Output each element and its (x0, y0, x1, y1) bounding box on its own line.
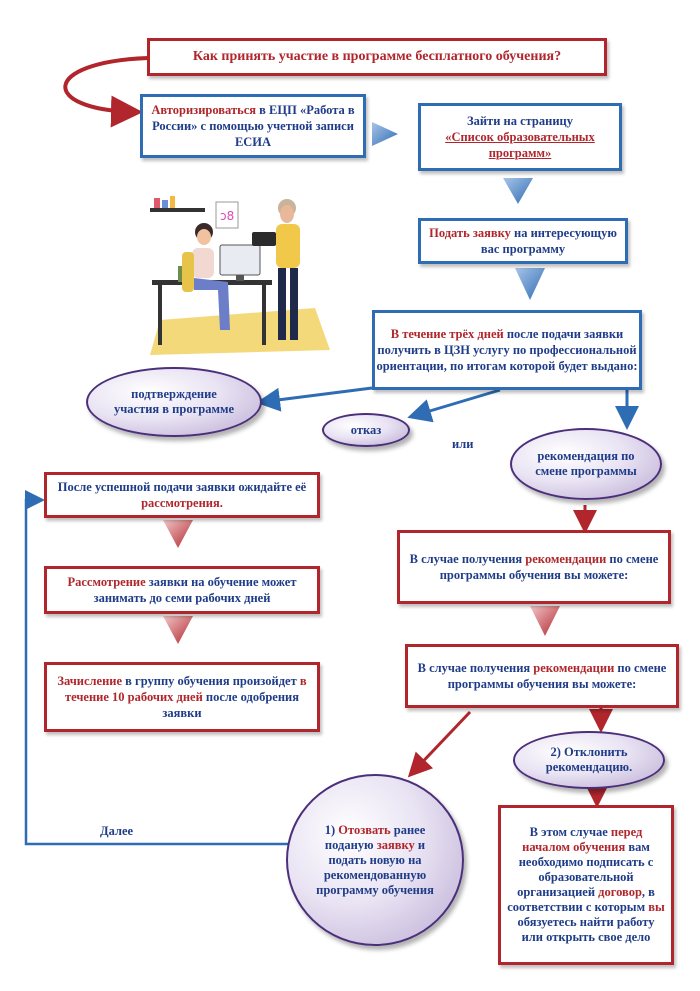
triangle-arrow-right (372, 122, 398, 146)
curved-arrow (63, 56, 149, 128)
contract-highlight-2: договор (598, 885, 642, 899)
rec2-highlight: рекомендации (533, 661, 615, 675)
next-label: Далее (100, 824, 134, 838)
confirm-label: подтверждение участия в программе (113, 387, 235, 416)
next-loop-arrow (24, 490, 288, 846)
refuse-label: отказ (350, 422, 382, 437)
rec2-text-1: В случае получения (417, 661, 534, 675)
withdraw-application: заявку (376, 837, 415, 852)
triangle-arrow-down (163, 520, 193, 548)
arrow-to-confirm (256, 386, 373, 412)
contract-highlight-1: перед началом обучения (522, 825, 643, 854)
step-page-box: Зайти на страницу «Список образовательных… (418, 103, 622, 171)
oval-confirm: подтверждение участия в программе (86, 367, 262, 437)
oval-recommend: рекомендация по смене программы (510, 428, 662, 500)
step-rec1-box: В случае получения рекомендации по смене… (397, 530, 671, 604)
apply-highlight: Подать заявку (429, 226, 511, 240)
contract-text-2: вам необходимо подписать с образовательн… (517, 840, 654, 899)
step-rec2-box: В случае получения рекомендации по смене… (405, 644, 679, 708)
title-box: Как принять участие в программе бесплатн… (147, 38, 607, 76)
three-days-text: после подачи заявки получить в ЦЗН услуг… (376, 327, 638, 373)
recommend-label: рекомендация по смене программы (535, 449, 637, 478)
rec2-text-2: по смене программы обучения вы можете: (447, 661, 667, 691)
withdraw-text-1: ранее поданую (324, 822, 426, 852)
withdraw-text-2: и подать новую на рекомендованную програ… (316, 837, 434, 897)
triangle-arrow-down (503, 178, 533, 204)
rec1-highlight: рекомендации (525, 552, 607, 566)
enroll-period: в течение 10 рабочих дней (65, 674, 307, 704)
step-three-days-box: В течение трёх дней после подачи заявки … (372, 310, 642, 390)
step-apply-box: Подать заявку на интересующую вас програ… (418, 218, 628, 264)
apply-text: на интересующую вас программу (480, 226, 617, 256)
arrow-to-withdraw (407, 710, 472, 778)
step-enroll-box: Зачисление в группу обучения произойдет … (44, 662, 320, 732)
oval-refuse: отказ (322, 413, 410, 447)
enroll-highlight: Зачисление (57, 674, 123, 688)
step-wait-box: После успешной подачи заявки ожидайте её… (44, 472, 320, 518)
withdraw-highlight: Отозвать (338, 822, 391, 837)
step-auth-box: Авторизироваться в ЕЦП «Работа в России»… (140, 94, 366, 158)
reject-label: 2) Отклонить рекомендацию. (545, 745, 633, 774)
or-label: или (452, 437, 474, 451)
triangle-arrow-down (163, 616, 193, 644)
step-review-box: Рассмотрение заявки на обучение может за… (44, 566, 320, 614)
svg-text:ↄ8: ↄ8 (220, 209, 234, 223)
arrow-to-refuse (407, 388, 501, 423)
contract-text-4: обязуетесь найти работу или открыть свое… (517, 915, 655, 944)
review-text: заявки на обучение может занимать до сем… (93, 575, 297, 605)
contract-text-3: , в соответствии с которым (507, 885, 655, 914)
three-days-highlight: В течение трёх дней (390, 327, 504, 341)
auth-highlight: Авторизироваться (151, 103, 257, 117)
contract-highlight-3: вы (648, 900, 665, 914)
programs-list-link[interactable]: «Список образовательных программ» (445, 130, 595, 160)
triangle-arrow-down (530, 606, 560, 636)
page-text: Зайти на страницу (467, 114, 573, 128)
option-reject-oval: 2) Отклонить рекомендацию. (513, 731, 665, 789)
enroll-text-2: после одобрения заявки (162, 690, 299, 720)
auth-text: в ЕЦП «Работа в России» с помощью учетно… (152, 103, 355, 149)
review-highlight: Рассмотрение (67, 575, 146, 589)
option-withdraw-oval: 1) Отозвать ранее поданую заявку и подат… (286, 774, 464, 946)
wait-highlight: рассмотрения. (141, 496, 223, 510)
withdraw-num: 1) (324, 822, 339, 837)
triangle-arrow-down (515, 268, 545, 300)
contract-box: В этом случае перед началом обучения вам… (498, 805, 674, 965)
page-title: Как принять участие в программе бесплатн… (192, 49, 562, 64)
people-at-computer-illustration: ↄ8 (150, 196, 330, 355)
rec1-text-2: по смене программы обучения вы можете: (439, 552, 659, 582)
wait-text: После успешной подачи заявки ожидайте её (57, 480, 307, 494)
rec1-text-1: В случае получения (409, 552, 526, 566)
contract-text-1: В этом случае (529, 825, 611, 839)
enroll-text-1: в группу обучения произойдет (122, 674, 300, 688)
